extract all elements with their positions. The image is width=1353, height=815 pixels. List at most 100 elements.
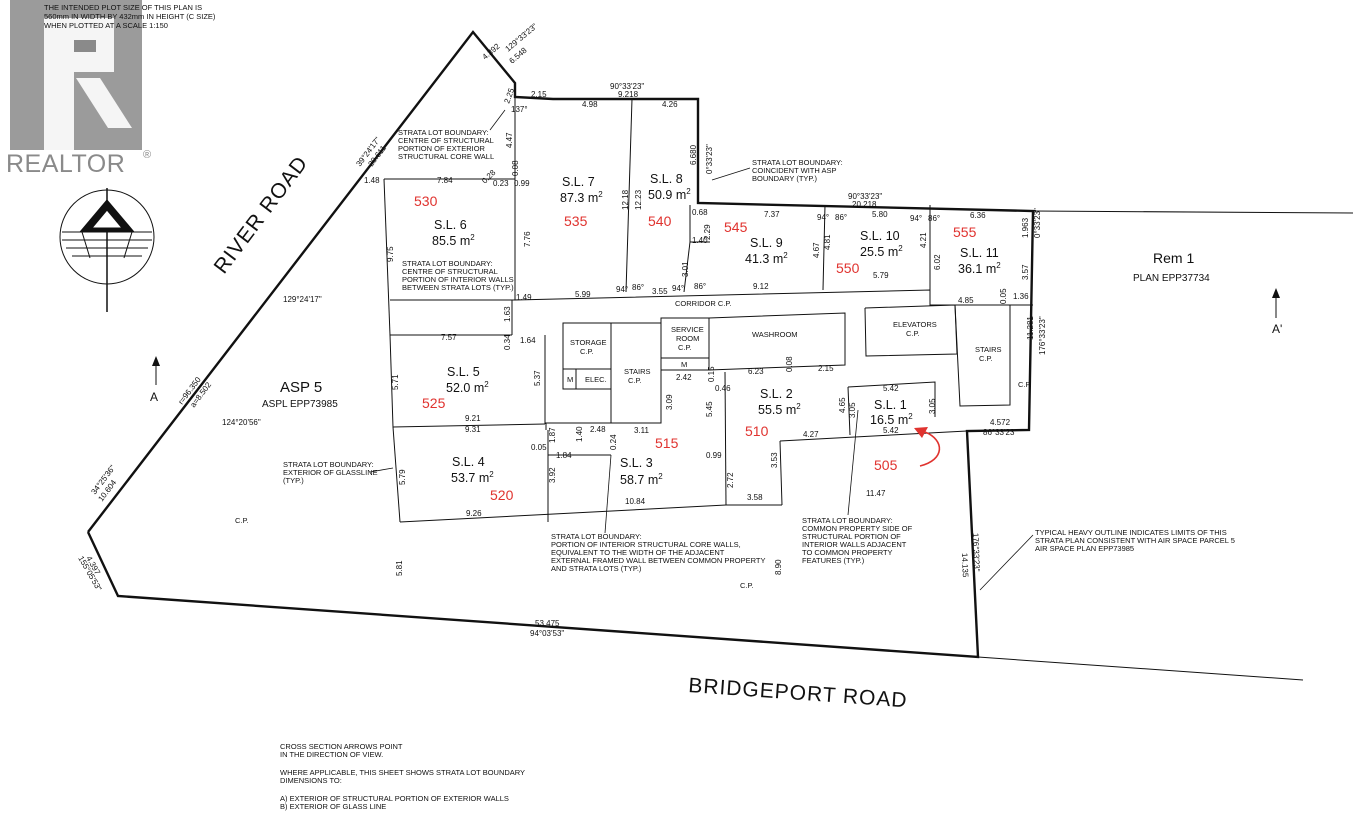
svg-text:3.09: 3.09 xyxy=(665,394,674,410)
svg-text:4.65: 4.65 xyxy=(838,397,847,413)
svg-text:0.99: 0.99 xyxy=(706,451,722,460)
svg-text:IN THE DIRECTION OF VIEW.: IN THE DIRECTION OF VIEW. xyxy=(280,750,383,759)
svg-text:5.42: 5.42 xyxy=(883,384,899,393)
svg-text:AND STRATA LOTS (TYP.): AND STRATA LOTS (TYP.) xyxy=(551,564,642,573)
lot-area: 25.5 m2 xyxy=(860,244,903,259)
note-core-walls-cp: STRATA LOT BOUNDARY: PORTION OF INTERIOR… xyxy=(551,454,765,573)
lot-area: 53.7 m2 xyxy=(451,470,494,485)
svg-text:129°24'17": 129°24'17" xyxy=(283,295,322,304)
svg-text:3.57: 3.57 xyxy=(1021,264,1030,280)
svg-text:TO COMMON PROPERTY: TO COMMON PROPERTY xyxy=(802,548,893,557)
svg-text:STRUCTURAL CORE WALL: STRUCTURAL CORE WALL xyxy=(398,152,494,161)
svg-text:94°: 94° xyxy=(910,214,922,223)
svg-text:6.23: 6.23 xyxy=(748,367,764,376)
unit-number: 545 xyxy=(724,219,748,235)
stairs-label: STAIRS xyxy=(975,345,1002,354)
svg-text:1.963: 1.963 xyxy=(1021,217,1030,238)
svg-text:11.47: 11.47 xyxy=(866,489,886,498)
svg-text:STRATA PLAN CONSISTENT WITH AI: STRATA PLAN CONSISTENT WITH AIR SPACE PA… xyxy=(1035,536,1235,545)
svg-text:0.15: 0.15 xyxy=(707,366,716,382)
svg-text:4.21: 4.21 xyxy=(919,232,928,248)
svg-text:124°20'56": 124°20'56" xyxy=(222,418,261,427)
svg-text:3.53: 3.53 xyxy=(770,452,779,468)
svg-text:94°: 94° xyxy=(817,213,829,222)
svg-text:2.48: 2.48 xyxy=(590,425,606,434)
strata-lot-10: S.L. 10 25.5 m2 550 xyxy=(836,229,903,276)
strata-lot-3: S.L. 3 58.7 m2 515 xyxy=(620,435,679,487)
svg-text:0.34: 0.34 xyxy=(503,334,512,350)
svg-text:3.55: 3.55 xyxy=(652,287,668,296)
svg-text:86°: 86° xyxy=(694,282,706,291)
svg-text:94°: 94° xyxy=(616,285,628,294)
svg-text:5.79: 5.79 xyxy=(873,271,889,280)
strata-lot-4: S.L. 4 53.7 m2 520 xyxy=(451,455,514,503)
washroom-label: WASHROOM xyxy=(752,330,798,339)
svg-text:CENTRE OF STRUCTURAL: CENTRE OF STRUCTURAL xyxy=(402,267,498,276)
svg-text:0°33'23": 0°33'23" xyxy=(705,144,714,174)
svg-text:4.47: 4.47 xyxy=(505,132,514,148)
plot-note-line: 560mm IN WIDTH BY 432mm IN HEIGHT (C SIZ… xyxy=(44,12,216,21)
lot-area: 55.5 m2 xyxy=(758,402,801,417)
svg-text:EXTERIOR OF GLASSLINE: EXTERIOR OF GLASSLINE xyxy=(283,468,378,477)
lot-area: 85.5 m2 xyxy=(432,233,475,248)
svg-text:4.572: 4.572 xyxy=(990,418,1011,427)
svg-text:B) EXTERIOR OF GLASS LINE: B) EXTERIOR OF GLASS LINE xyxy=(280,802,386,811)
svg-text:STRATA LOT BOUNDARY:: STRATA LOT BOUNDARY: xyxy=(402,259,493,268)
svg-text:1.87: 1.87 xyxy=(548,427,557,443)
section-a-prime-label: A' xyxy=(1272,322,1282,336)
svg-text:PORTION OF EXTERIOR: PORTION OF EXTERIOR xyxy=(398,144,486,153)
lot-name: S.L. 8 xyxy=(650,172,683,186)
svg-text:2.29: 2.29 xyxy=(703,224,712,240)
svg-text:0.24: 0.24 xyxy=(609,434,618,450)
svg-text:3.11: 3.11 xyxy=(634,426,650,435)
lot-area: 36.1 m2 xyxy=(958,261,1001,276)
lot-name: S.L. 5 xyxy=(447,365,480,379)
svg-text:9.31: 9.31 xyxy=(465,425,481,434)
svg-text:5.45: 5.45 xyxy=(705,401,714,417)
strata-lot-11: S.L. 11 36.1 m2 555 xyxy=(953,224,1001,276)
plot-note-line: THE INTENDED PLOT SIZE OF THIS PLAN IS xyxy=(44,3,202,12)
svg-text:12.18: 12.18 xyxy=(621,189,630,210)
common-property-label: C.P. xyxy=(1018,380,1032,389)
strata-lot-6: S.L. 6 85.5 m2 530 xyxy=(414,193,475,248)
m-label: M xyxy=(681,360,687,369)
svg-text:6.36: 6.36 xyxy=(970,211,986,220)
note-glassline: STRATA LOT BOUNDARY: EXTERIOR OF GLASSLI… xyxy=(283,460,394,485)
svg-text:86°: 86° xyxy=(632,283,644,292)
elevators-label: ELEVATORS xyxy=(893,320,937,329)
svg-text:0.05: 0.05 xyxy=(999,288,1008,304)
svg-text:STRATA LOT BOUNDARY:: STRATA LOT BOUNDARY: xyxy=(802,516,893,525)
svg-text:0.08: 0.08 xyxy=(785,356,794,372)
strata-lot-2: S.L. 2 55.5 m2 510 xyxy=(745,387,801,439)
parcel-boundary xyxy=(86,30,1353,681)
svg-text:12.23: 12.23 xyxy=(634,189,643,210)
svg-text:3.05: 3.05 xyxy=(848,402,857,418)
unit-number: 510 xyxy=(745,423,769,439)
svg-text:COMMON PROPERTY SIDE OF: COMMON PROPERTY SIDE OF xyxy=(802,524,913,533)
asp-parcel-title: ASP 5 xyxy=(280,379,322,396)
unit-number: 550 xyxy=(836,260,860,276)
section-marker-a-prime: A' xyxy=(1272,288,1282,336)
svg-text:1.49: 1.49 xyxy=(516,293,532,302)
svg-text:0°33'23": 0°33'23" xyxy=(1033,208,1042,238)
elec-label: ELEC. xyxy=(585,375,607,384)
service-room-label: SERVICE xyxy=(671,325,704,334)
strata-lot-8: S.L. 8 50.9 m2 540 xyxy=(648,172,691,229)
svg-text:14.135: 14.135 xyxy=(960,553,970,578)
svg-text:STRATA LOT BOUNDARY:: STRATA LOT BOUNDARY: xyxy=(752,158,843,167)
lot-name: S.L. 10 xyxy=(860,229,900,243)
svg-text:(TYP.): (TYP.) xyxy=(283,476,304,485)
svg-text:5.42: 5.42 xyxy=(883,426,899,435)
svg-text:EQUIVALENT TO THE WIDTH OF THE: EQUIVALENT TO THE WIDTH OF THE ADJACENT xyxy=(551,548,725,557)
lot-area: 41.3 m2 xyxy=(745,251,788,266)
service-room-label: ROOM xyxy=(676,334,699,343)
svg-text:1.84: 1.84 xyxy=(556,451,572,460)
unit-number: 530 xyxy=(414,193,438,209)
unit-pointer-arrow-icon xyxy=(914,427,941,467)
svg-text:86°: 86° xyxy=(835,213,847,222)
section-marker-a: A xyxy=(150,356,160,404)
svg-text:5.81: 5.81 xyxy=(395,560,404,576)
bridgeport-road-label: BRIDGEPORT ROAD xyxy=(688,674,909,712)
svg-text:4.85: 4.85 xyxy=(958,296,974,305)
